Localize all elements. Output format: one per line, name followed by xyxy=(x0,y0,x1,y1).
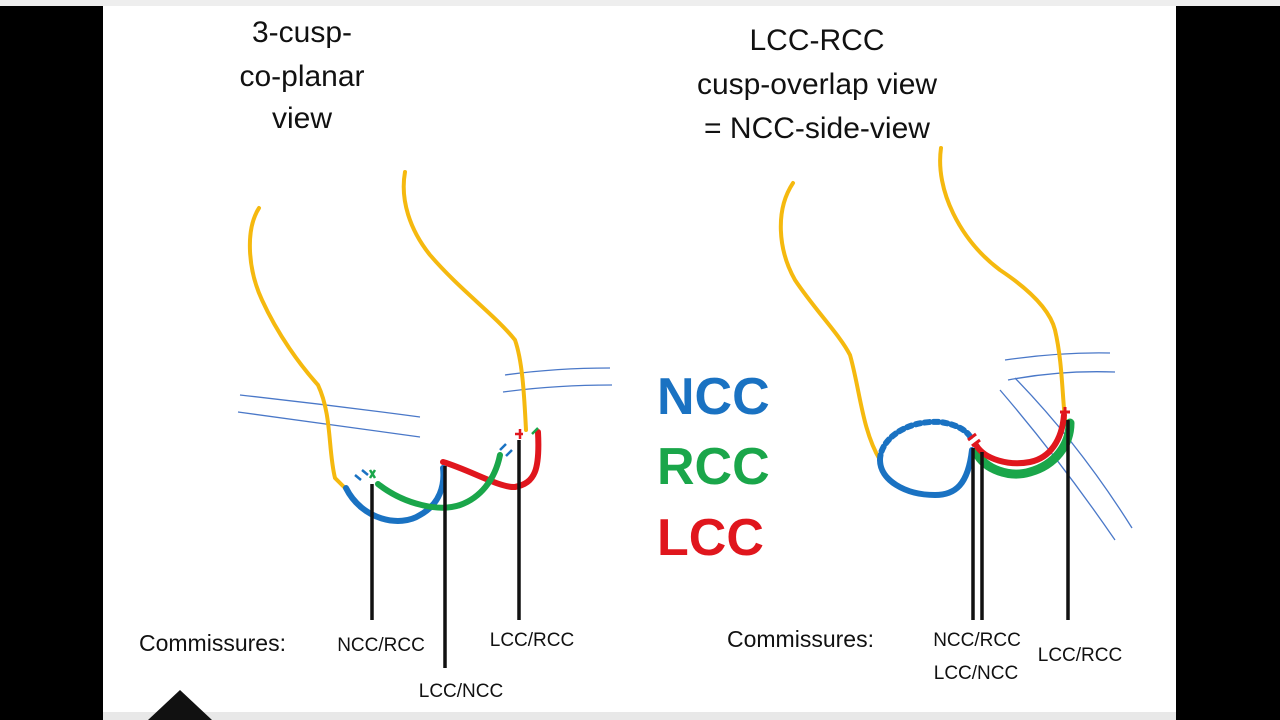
right-label-ncc-rcc: NCC/RCC xyxy=(933,630,1021,651)
right-title-line-2: cusp-overlap view xyxy=(697,68,937,101)
left-label-lcc-ncc: LCC/NCC xyxy=(419,681,503,702)
right-aorta-outline xyxy=(778,146,1067,462)
right-title-line-1: LCC-RCC xyxy=(750,24,885,57)
left-lcc-cusp xyxy=(440,429,542,490)
corner-triangle-icon xyxy=(148,690,212,720)
left-annulus-lines xyxy=(237,367,613,438)
legend-rcc: RCC xyxy=(657,438,770,496)
left-label-ncc-rcc: NCC/RCC xyxy=(337,635,425,656)
right-commissures-label: Commissures: xyxy=(727,626,874,652)
cusp-legend: NCC RCC LCC xyxy=(657,368,770,567)
left-commissure-lines xyxy=(370,440,521,668)
left-commissures-label: Commissures: xyxy=(139,630,286,656)
bottom-border-strip xyxy=(103,712,1176,720)
right-cusps xyxy=(877,412,1075,499)
left-cusps xyxy=(343,429,542,524)
left-aorta-outline xyxy=(247,170,528,492)
top-border-strip xyxy=(0,0,1280,6)
right-commissure-lines xyxy=(971,420,1070,620)
left-title-line-1: 3-cusp- xyxy=(252,16,352,49)
right-ncc-cusp xyxy=(877,447,975,499)
left-title-line-2: co-planar xyxy=(239,60,364,93)
legend-lcc: LCC xyxy=(657,509,764,567)
right-rcc-cusp xyxy=(971,418,1075,479)
right-lcc-cusp xyxy=(973,412,1067,467)
left-commissure-markers xyxy=(354,427,539,481)
right-title-line-3: = NCC-side-view xyxy=(704,112,930,145)
slide-canvas xyxy=(103,6,1176,712)
legend-ncc: NCC xyxy=(657,368,770,426)
left-ncc-cusp xyxy=(343,465,447,524)
left-panel: 3-cusp- co-planar view xyxy=(139,16,613,702)
left-title-line-3: view xyxy=(272,102,332,135)
left-rcc-cusp xyxy=(375,452,503,511)
left-label-lcc-rcc: LCC/RCC xyxy=(490,630,574,651)
right-label-lcc-rcc: LCC/RCC xyxy=(1038,645,1122,666)
right-label-lcc-ncc: LCC/NCC xyxy=(934,663,1018,684)
right-ncc-cusp-dashed xyxy=(877,418,975,463)
right-panel: LCC-RCC cusp-overlap view = NCC-side-vie… xyxy=(697,24,1133,684)
right-commissure-markers xyxy=(967,407,1070,448)
